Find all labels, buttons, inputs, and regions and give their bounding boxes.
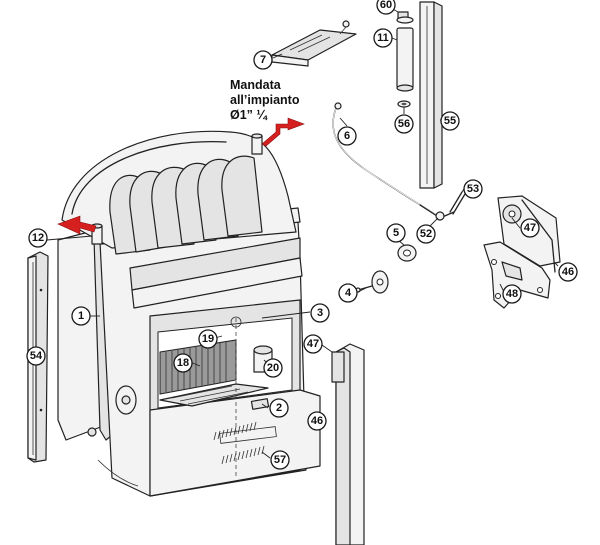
part-11-rod <box>396 11 414 108</box>
svg-text:2: 2 <box>276 402 282 414</box>
callout-53: 53 <box>463 179 483 199</box>
callout-1: 1 <box>71 306 91 326</box>
leader-lines <box>46 4 559 459</box>
svg-text:60: 60 <box>380 0 392 11</box>
louver-vents <box>213 421 265 465</box>
svg-text:52: 52 <box>420 228 432 240</box>
flow-arrow-outlet <box>261 117 305 147</box>
svg-text:4: 4 <box>345 287 352 299</box>
svg-text:47: 47 <box>307 338 319 350</box>
part-7-bracket <box>271 20 357 67</box>
part-52-lever <box>419 191 466 221</box>
callout-48: 48 <box>502 284 522 304</box>
part-5-washer <box>397 244 417 262</box>
outlet-label-line1: Mandata <box>230 78 282 92</box>
callout-60: 60 <box>376 0 396 15</box>
callout-57: 57 <box>270 450 290 470</box>
outlet-label-line2: all’impianto <box>230 93 300 107</box>
callout-2: 2 <box>269 398 289 418</box>
callout-7: 7 <box>253 50 273 70</box>
part-18-grate <box>159 339 269 407</box>
callout-56: 56 <box>394 114 414 134</box>
heat-exchanger <box>61 130 297 255</box>
side-dial <box>115 385 137 415</box>
svg-text:12: 12 <box>32 232 44 244</box>
callout-47-top: 47 <box>520 218 540 238</box>
callout-52: 52 <box>416 224 436 244</box>
svg-text:3: 3 <box>317 307 323 319</box>
outlet-label: Mandata all’impianto Ø1” ¼ <box>230 78 300 122</box>
svg-text:54: 54 <box>30 350 43 362</box>
svg-text:19: 19 <box>202 333 214 345</box>
callout-46-top: 46 <box>558 262 578 282</box>
callout-19: 19 <box>198 329 218 349</box>
svg-text:53: 53 <box>467 183 479 195</box>
part-48-plate <box>483 241 551 309</box>
callout-20: 20 <box>263 358 283 378</box>
boiler-body <box>57 207 321 497</box>
svg-text:20: 20 <box>267 362 279 374</box>
svg-text:56: 56 <box>398 118 410 130</box>
callout-5: 5 <box>386 223 406 243</box>
svg-text:57: 57 <box>274 454 286 466</box>
callout-6: 6 <box>337 126 357 146</box>
callout-12: 12 <box>28 228 48 248</box>
callout-3: 3 <box>310 303 330 323</box>
svg-text:7: 7 <box>260 54 266 66</box>
callout-4: 4 <box>338 283 358 303</box>
callout-55: 55 <box>440 111 460 131</box>
part-46-side-post <box>331 343 365 545</box>
svg-text:46: 46 <box>311 415 323 427</box>
svg-text:18: 18 <box>177 357 189 369</box>
svg-text:48: 48 <box>506 288 518 300</box>
callout-46-bottom: 46 <box>307 411 327 431</box>
callout-11: 11 <box>373 28 393 48</box>
svg-text:55: 55 <box>444 115 456 127</box>
callout-54: 54 <box>26 346 46 366</box>
callout-47-bottom: 47 <box>303 334 323 354</box>
svg-text:5: 5 <box>393 227 399 239</box>
svg-text:46: 46 <box>562 266 574 278</box>
outlet-label-line3: Ø1” ¼ <box>230 108 268 122</box>
exchanger-fins <box>109 155 263 255</box>
part-4-knob <box>355 270 389 294</box>
svg-text:1: 1 <box>78 310 84 322</box>
callout-18: 18 <box>173 353 193 373</box>
svg-text:6: 6 <box>344 130 350 142</box>
svg-text:47: 47 <box>524 222 536 234</box>
flow-arrow-return <box>57 215 97 235</box>
svg-text:11: 11 <box>377 32 389 44</box>
part-55-post <box>419 1 443 189</box>
part-2-knob <box>250 398 270 410</box>
